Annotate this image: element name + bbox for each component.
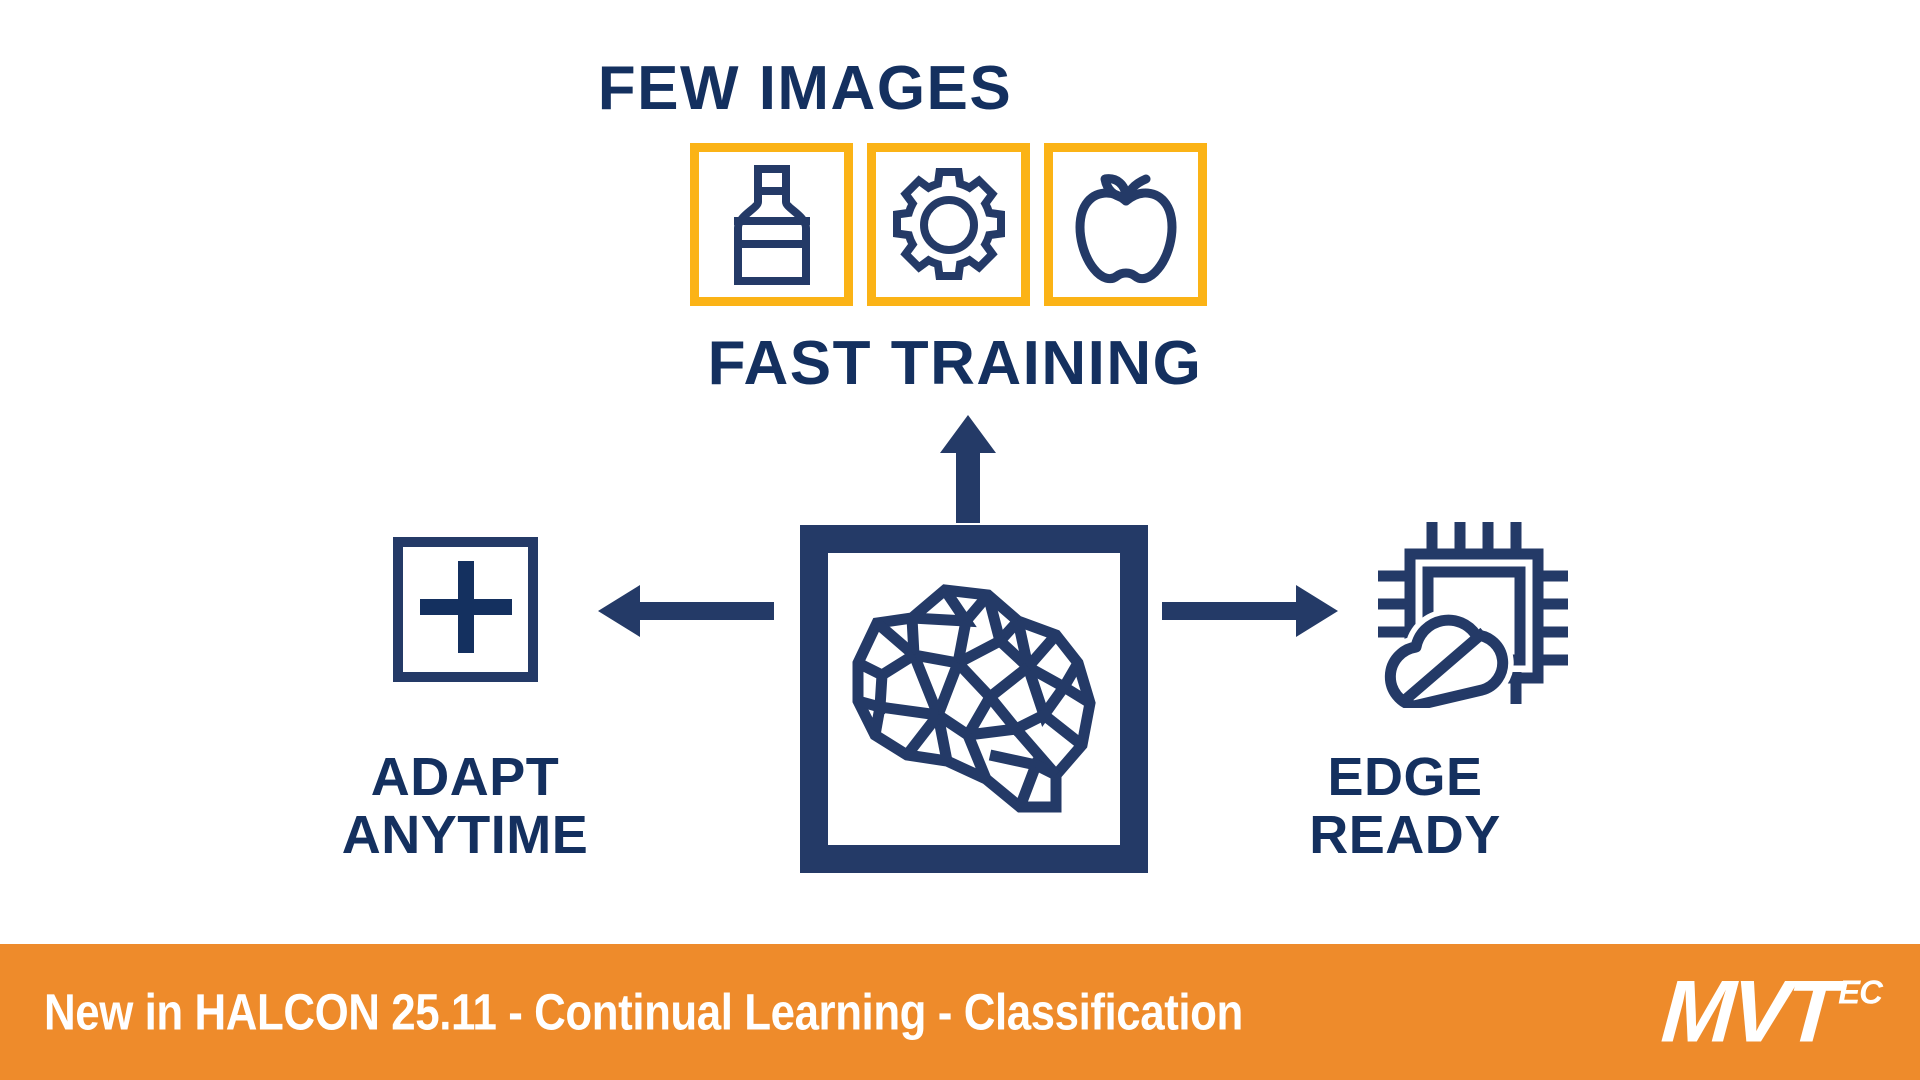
icon-box-gear (867, 143, 1030, 306)
footer-bar: New in HALCON 25.11 - Continual Learning… (0, 944, 1920, 1080)
adapt-anytime-line2: ANYTIME (341, 805, 589, 866)
edge-ready-icon-wrap (1372, 520, 1568, 717)
icon-box-bottle (690, 143, 853, 306)
plus-icon (419, 561, 512, 658)
fast-training-title: FAST TRAINING (707, 329, 1203, 398)
mvtec-logo-suffix: EC (1838, 973, 1883, 1011)
brain-frame (800, 525, 1148, 873)
adapt-anytime-plus-box (393, 537, 538, 682)
footer-caption: New in HALCON 25.11 - Continual Learning… (44, 983, 1243, 1041)
icon-box-apple (1044, 143, 1207, 306)
sample-image-icon-row (690, 143, 1207, 306)
brain-icon (850, 579, 1098, 820)
bottle-icon (720, 164, 824, 286)
edge-ready-label: EDGE READY (1180, 748, 1630, 865)
arrow-right-icon (1162, 585, 1338, 642)
chip-no-cloud-icon (1372, 522, 1568, 717)
gear-icon (890, 166, 1008, 284)
arrow-up-icon (940, 415, 996, 528)
edge-ready-line2: READY (1309, 805, 1501, 866)
adapt-anytime-label: ADAPT ANYTIME (240, 748, 690, 865)
few-images-title: FEW IMAGES (597, 54, 1013, 123)
edge-ready-line1: EDGE (1327, 747, 1483, 807)
adapt-anytime-line1: ADAPT (370, 747, 560, 807)
apple-icon (1070, 165, 1182, 285)
mvtec-logo-mark: MVT (1658, 961, 1840, 1061)
mvtec-logo: MVT EC (1658, 961, 1883, 1061)
brain-frame-inner (828, 553, 1120, 845)
arrow-left-icon (598, 585, 774, 642)
